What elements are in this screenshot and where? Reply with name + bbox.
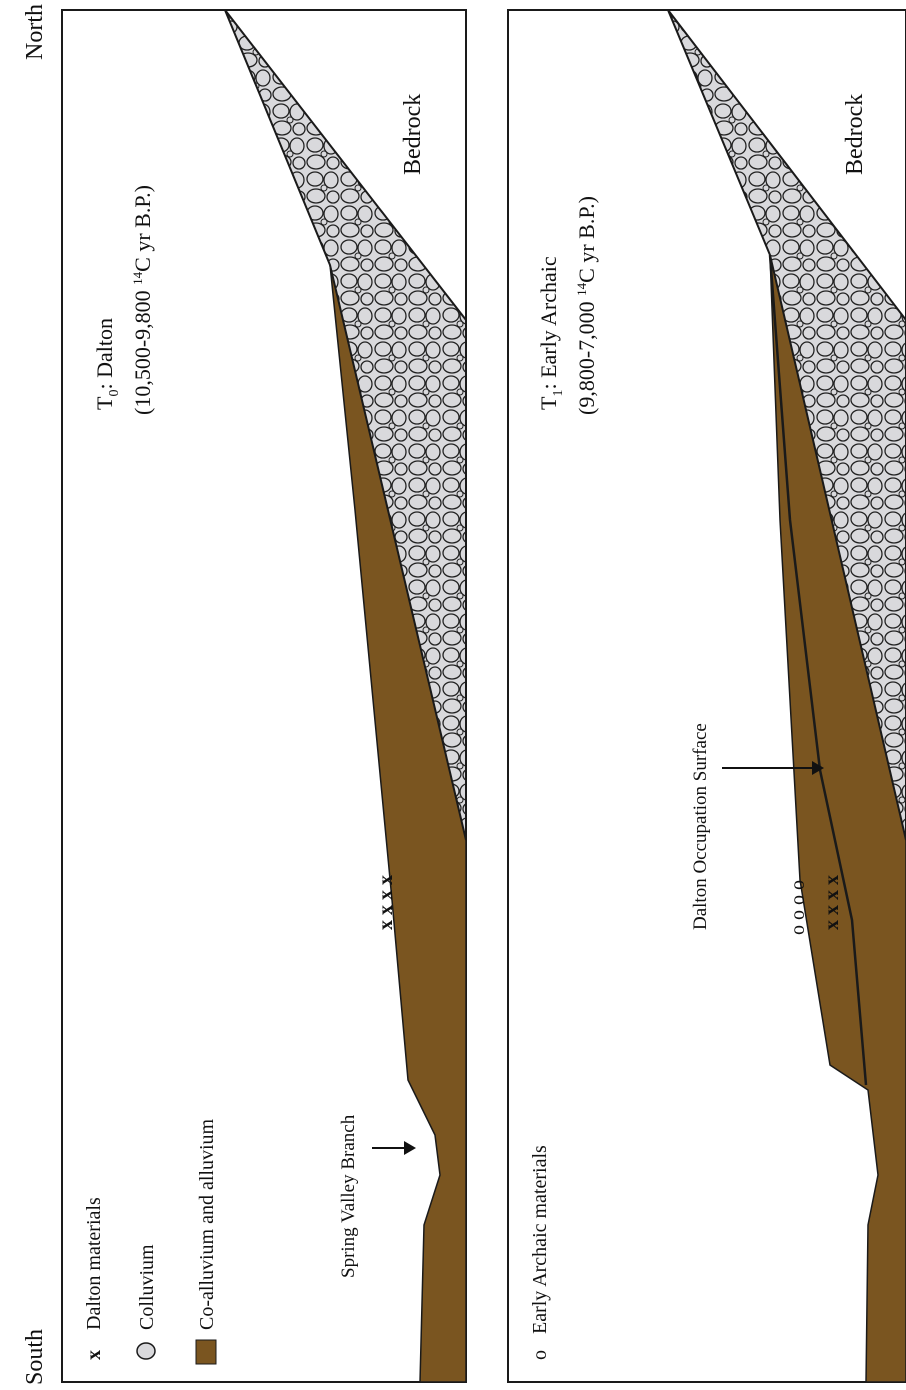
legend-coalluvium-swatch [196, 1340, 216, 1364]
panel-t1-dates: (9,800-7,000 14C yr B.P.) [574, 196, 599, 415]
north-label: North [22, 4, 48, 60]
legend-colluvium-label: Colluvium [136, 1244, 158, 1330]
panel-t0-dates: (10,500-9,800 14C yr B.P.) [130, 185, 155, 415]
legend-dalton-symbol: x [83, 1350, 105, 1360]
legend-coalluvium-label: Co-alluvium and alluvium [196, 1118, 218, 1330]
archaic-markers-t1: o o o o [787, 880, 809, 935]
legend-colluvium-swatch [137, 1343, 155, 1359]
panel-t1-title: T1: Early Archaic [536, 256, 566, 410]
panel-t0-title: T0: Dalton [92, 318, 122, 410]
panel-t1: T1: Early Archaic (9,800-7,000 14C yr B.… [508, 10, 906, 1382]
dalton-markers-t0: x x x x [375, 875, 397, 930]
dalton-occupation-surface-label: Dalton Occupation Surface [690, 723, 711, 930]
dalton-markers-t1: x x x x [821, 875, 843, 930]
south-label: South [22, 1329, 48, 1385]
panel-t0: T0: Dalton (10,500-9,800 14C yr B.P.) Be… [62, 10, 466, 1382]
legend-dalton-label: Dalton materials [83, 1197, 105, 1330]
bedrock-label-t0: Bedrock [400, 94, 426, 175]
bedrock-label-t1: Bedrock [842, 94, 868, 175]
legend-archaic-symbol: o [529, 1350, 551, 1360]
spring-valley-arrow-head [404, 1141, 416, 1155]
legend-archaic-label: Early Archaic materials [529, 1145, 551, 1334]
spring-valley-branch-label: Spring Valley Branch [338, 1114, 359, 1278]
